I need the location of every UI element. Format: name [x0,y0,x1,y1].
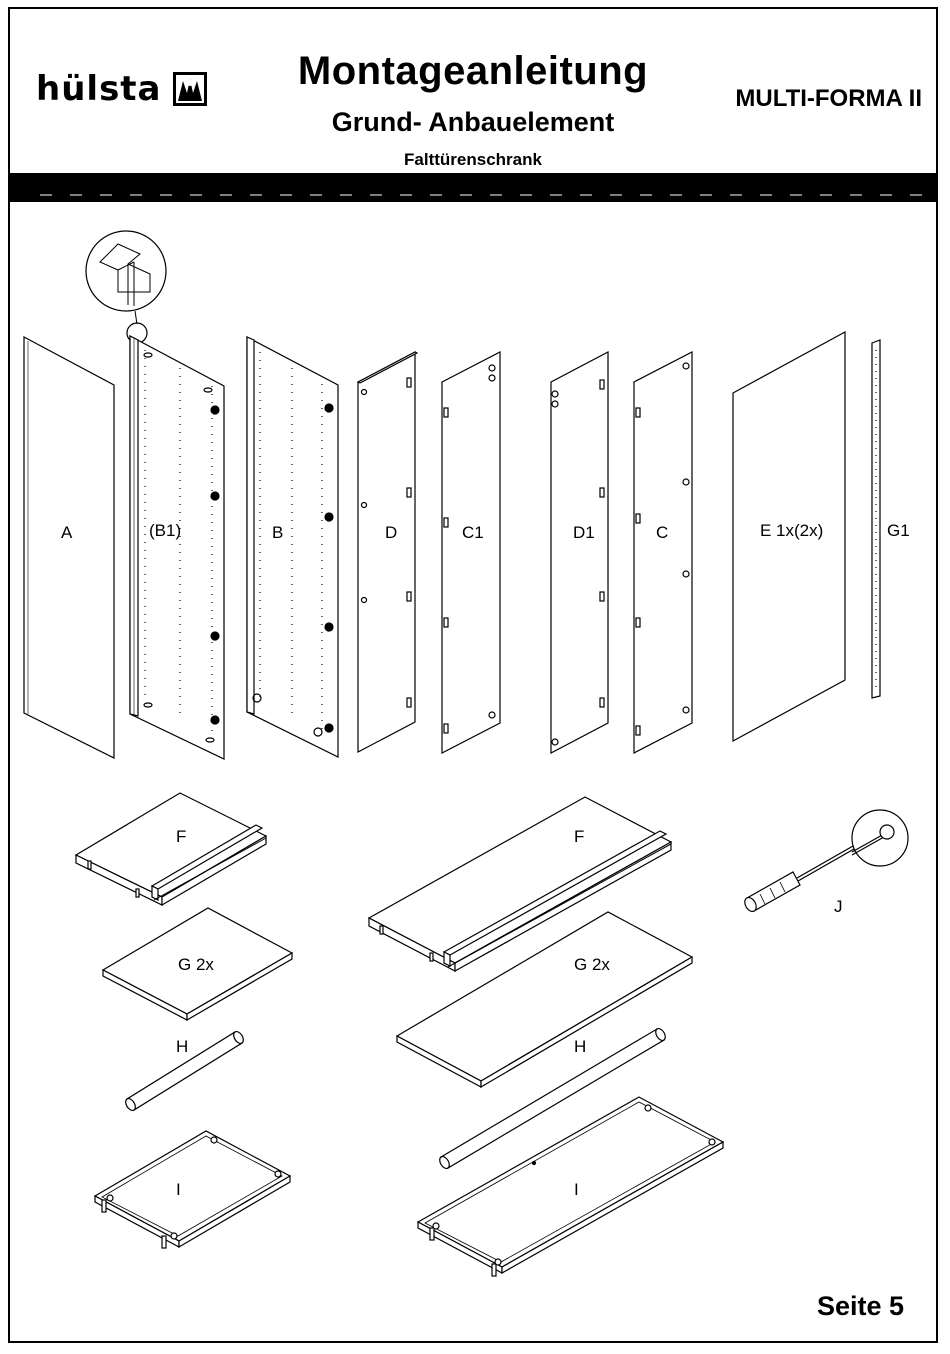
label-g-small: G 2x [178,955,214,974]
label-b1: (B1) [149,521,181,540]
label-i-large: I [574,1180,579,1199]
label-h-large: H [574,1037,586,1056]
part-d1-panel [551,352,608,753]
label-c1: C1 [462,523,484,542]
label-d: D [385,523,397,542]
part-a-panel [24,337,114,758]
label-a: A [61,523,73,542]
label-g1: G1 [887,521,910,540]
label-f-large: F [574,827,584,846]
label-e: E 1x(2x) [760,521,823,540]
label-h-small: H [176,1037,188,1056]
label-i-small: I [176,1180,181,1199]
label-f-small: F [176,827,186,846]
part-g1-rail [872,340,880,698]
label-g-large: G 2x [574,955,610,974]
part-i-large-bottom [418,1097,723,1276]
part-c1-panel [442,352,500,753]
part-b-panel [247,337,338,757]
label-d1: D1 [573,523,595,542]
part-c-panel [634,352,692,753]
label-j: J [834,897,843,916]
part-b1-detail-magnifier [86,231,166,343]
part-f-small-top [76,793,266,905]
label-b: B [272,523,283,542]
part-i-small-bottom [95,1131,290,1248]
part-d-panel [358,352,417,752]
label-c: C [656,523,668,542]
page-number: Seite 5 [817,1291,904,1322]
part-j-screwdriver [742,810,908,913]
part-b1-panel [130,336,224,759]
